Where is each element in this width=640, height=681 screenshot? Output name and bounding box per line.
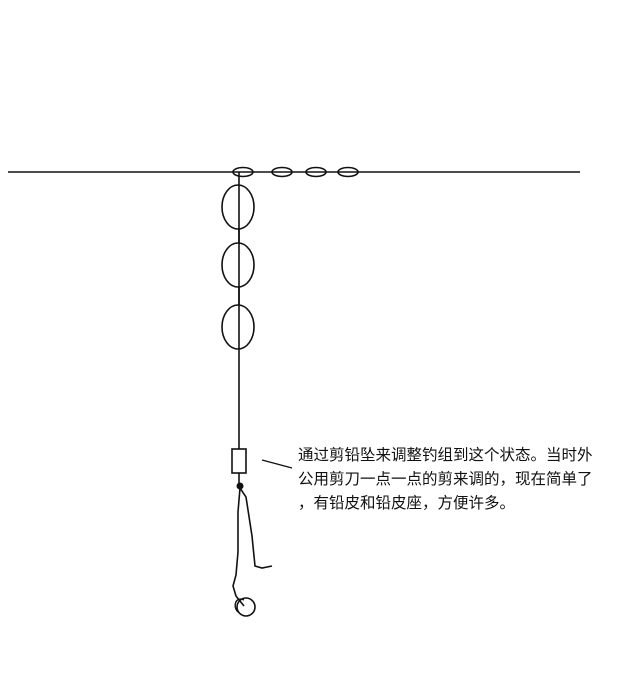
- hook-loop: [236, 597, 256, 617]
- pointer-line: [261, 459, 293, 469]
- submerged-float-2: [221, 242, 255, 288]
- lead-sinker: [231, 448, 247, 474]
- swivel-knot: [236, 482, 244, 490]
- submerged-float-3: [221, 304, 255, 350]
- submerged-float-1: [221, 184, 255, 230]
- surface-float-4: [337, 166, 359, 178]
- hook-curve: [234, 598, 245, 613]
- surface-float-3: [305, 166, 327, 178]
- left-hook-line: [232, 487, 245, 607]
- rig-caption: 通过剪铅坠来调整钓组到这个状态。当时外 公用剪刀一点一点的剪来调的，现在简单了 …: [298, 443, 638, 515]
- surface-float-1: [232, 166, 254, 178]
- caption-line-3: ，有铅皮和铅皮座，方便许多。: [298, 494, 516, 512]
- right-hook-line: [239, 487, 273, 569]
- surface-float-2: [271, 166, 293, 178]
- caption-line-2: 公用剪刀一点一点的剪来调的，现在简单了: [298, 470, 593, 488]
- caption-line-1: 通过剪铅坠来调整钓组到这个状态。当时外: [298, 446, 593, 464]
